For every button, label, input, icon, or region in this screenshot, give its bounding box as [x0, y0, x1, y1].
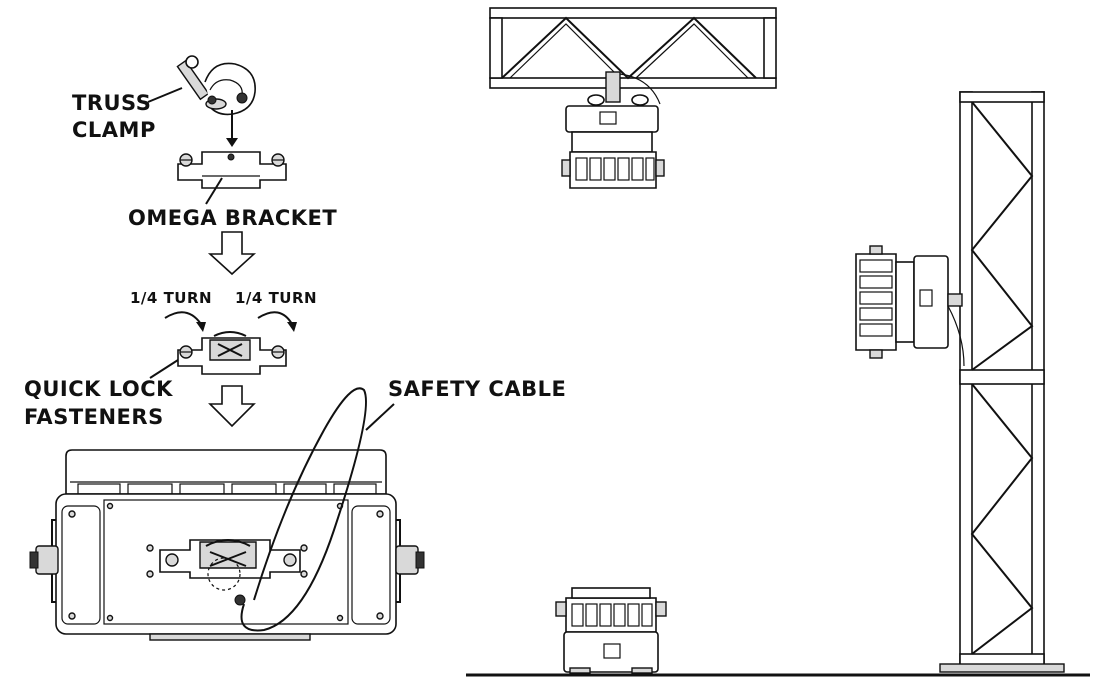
side-mounted-fixture-icon [855, 245, 965, 367]
down-arrow-icon-2 [208, 385, 256, 428]
hung-fixture-icon [561, 71, 665, 189]
quick-lock-leader [149, 359, 179, 379]
truss-clamp-leader [147, 87, 183, 103]
turn-right-label: 1/4 TURN [235, 289, 317, 307]
safety-cable-loop [240, 387, 367, 632]
turn-right-arrow-icon [257, 311, 293, 325]
truss-clamp-icon [176, 55, 256, 124]
truss-clamp-label-1: TRUSS [72, 91, 151, 115]
truss-tower-icon [939, 91, 1065, 673]
fixture-rear-view [29, 449, 425, 641]
safety-cable-leader [365, 403, 395, 431]
omega-bracket-icon [177, 151, 287, 189]
floor-fixture-icon [555, 587, 667, 674]
truss-section-icon [489, 7, 777, 89]
turn-left-arrow-icon [164, 311, 202, 325]
safety-cable-label: SAFETY CABLE [388, 377, 566, 401]
omega-bracket-leader [205, 177, 223, 205]
truss-clamp-label-2: CLAMP [72, 118, 156, 142]
omega-bracket-quick-lock-icon [177, 331, 287, 375]
quick-lock-label-1: QUICK LOCK [24, 377, 173, 401]
small-down-arrow-icon [226, 124, 238, 147]
turn-left-label: 1/4 TURN [130, 289, 212, 307]
down-arrow-icon [207, 231, 257, 276]
omega-bracket-label: OMEGA BRACKET [128, 206, 337, 230]
quick-lock-label-2: FASTENERS [24, 405, 164, 429]
